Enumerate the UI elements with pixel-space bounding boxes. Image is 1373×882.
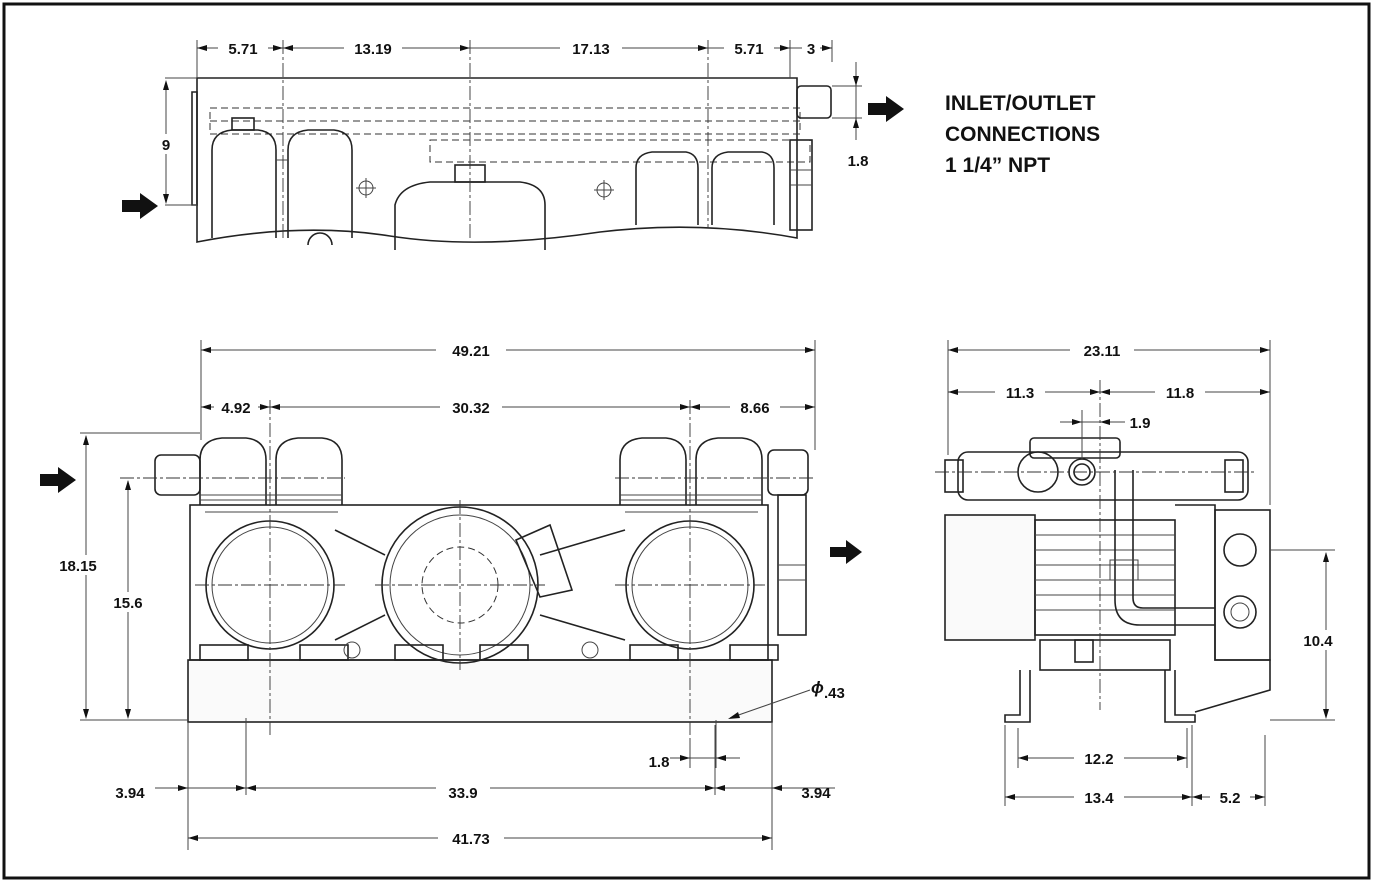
top-dim-height-9: 9 [162, 137, 170, 154]
top-dim-17-13: 17.13 [572, 41, 610, 58]
front-dim-right: 8.66 [740, 400, 769, 417]
side-dim-overall: 23.11 [1084, 343, 1121, 360]
front-dim-inlet-height: 15.6 [113, 595, 142, 612]
side-dim-right: 11.8 [1166, 385, 1194, 402]
front-dim-total-height: 18.15 [59, 558, 97, 575]
front-view [40, 340, 862, 850]
front-dim-center: 30.32 [452, 400, 490, 417]
note-line-1: INLET/OUTLET [945, 92, 1096, 115]
side-dim-left: 11.3 [1006, 385, 1034, 402]
front-dim-hole-offset: 1.8 [649, 754, 670, 771]
note-line-2: CONNECTIONS [945, 123, 1100, 146]
side-dim-offset: 1.9 [1130, 415, 1151, 432]
front-dim-base-overall: 41.73 [452, 831, 490, 848]
front-dim-overall: 49.21 [452, 343, 490, 360]
front-dim-hole-symbol: ϕ [811, 678, 824, 697]
front-dim-hole: .43 [824, 685, 845, 702]
top-dim-3: 3 [807, 41, 815, 58]
side-dim-foot-inner: 12.2 [1084, 751, 1113, 768]
side-dim-overhang: 5.2 [1220, 790, 1241, 807]
top-dim-outlet-1-8: 1.8 [848, 153, 869, 170]
front-dim-base-right: 3.94 [801, 785, 831, 802]
front-dim-base-left: 3.94 [115, 785, 145, 802]
side-dim-height: 10.4 [1303, 633, 1333, 650]
top-dim-5-71-left: 5.71 [228, 41, 257, 58]
top-dim-5-71-right: 5.71 [734, 41, 763, 58]
front-dim-left: 4.92 [221, 400, 250, 417]
side-view [935, 340, 1344, 807]
side-dim-foot-outer: 13.4 [1084, 790, 1114, 807]
front-dim-base-center: 33.9 [448, 785, 477, 802]
note-line-3: 1 1/4” NPT [945, 154, 1050, 177]
top-dim-13-19: 13.19 [354, 41, 392, 58]
top-view [122, 38, 904, 250]
